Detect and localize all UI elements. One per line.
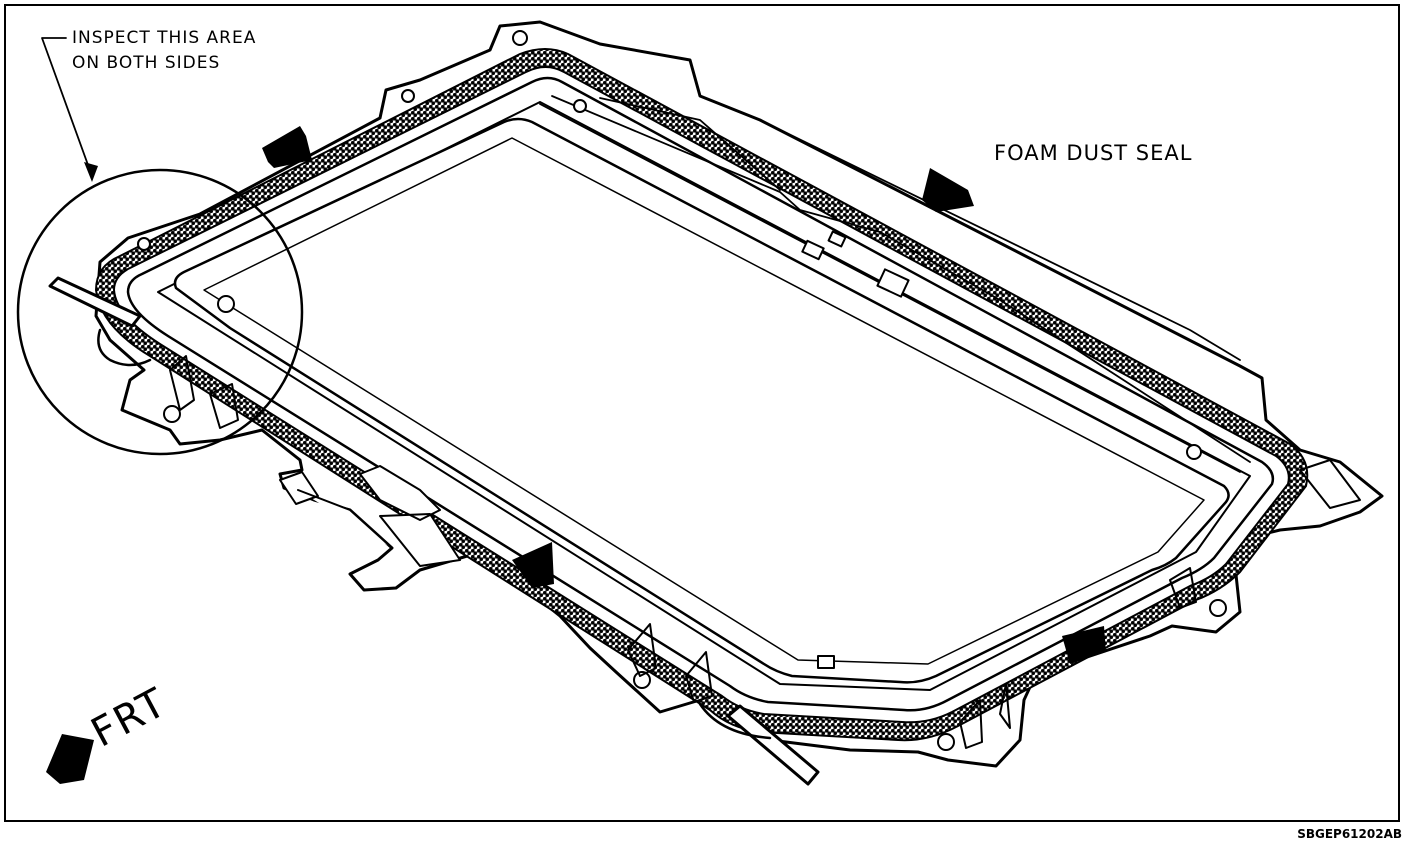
inspection-callout-circle (16, 168, 304, 456)
figure-border (4, 4, 1400, 822)
fastener-tab (827, 230, 847, 248)
mount-hole (512, 30, 528, 46)
callout-line-1: INSPECT THIS AREA (72, 28, 257, 48)
fastener-tab (817, 655, 835, 669)
mount-hole (137, 237, 151, 251)
figure-code: SBGEP61202AB (1297, 827, 1402, 841)
mount-hole (1209, 599, 1227, 617)
drain-tube-front (726, 704, 820, 786)
callout-leader-arrowhead (84, 162, 98, 182)
foam-seal-band (95, 48, 1309, 742)
mount-hole (217, 295, 235, 313)
seal-arrow-rear-right (922, 168, 974, 212)
mount-hole (1186, 444, 1202, 460)
seal-arrow-front-right (1062, 626, 1106, 664)
mount-hole (573, 99, 587, 113)
callout-leader-line (41, 37, 93, 177)
drain-tube-left (48, 276, 142, 328)
callout-line-2: ON BOTH SIDES (72, 53, 221, 73)
seal-arrow-front-left (512, 542, 554, 588)
seal-arrow-rear-left (262, 126, 312, 168)
front-direction-arrow (46, 734, 94, 784)
mount-hole (633, 671, 651, 689)
fastener-tab (801, 239, 825, 261)
foam-dust-seal-label: FOAM DUST SEAL (994, 141, 1193, 165)
mount-hole (401, 89, 415, 103)
inspect-callout-label: INSPECT THIS AREA ON BOTH SIDES (72, 26, 256, 76)
roof-opening (173, 117, 1230, 684)
mounting-gussets (169, 355, 1361, 749)
fastener-tab (876, 268, 910, 298)
mount-hole (937, 733, 955, 751)
mount-hole (163, 405, 181, 423)
drain-tube-left-loop (97, 328, 152, 367)
drain-tube-front-loop (698, 702, 772, 740)
opening-inner-edge (203, 137, 1205, 665)
lift-mechanism (279, 465, 461, 567)
